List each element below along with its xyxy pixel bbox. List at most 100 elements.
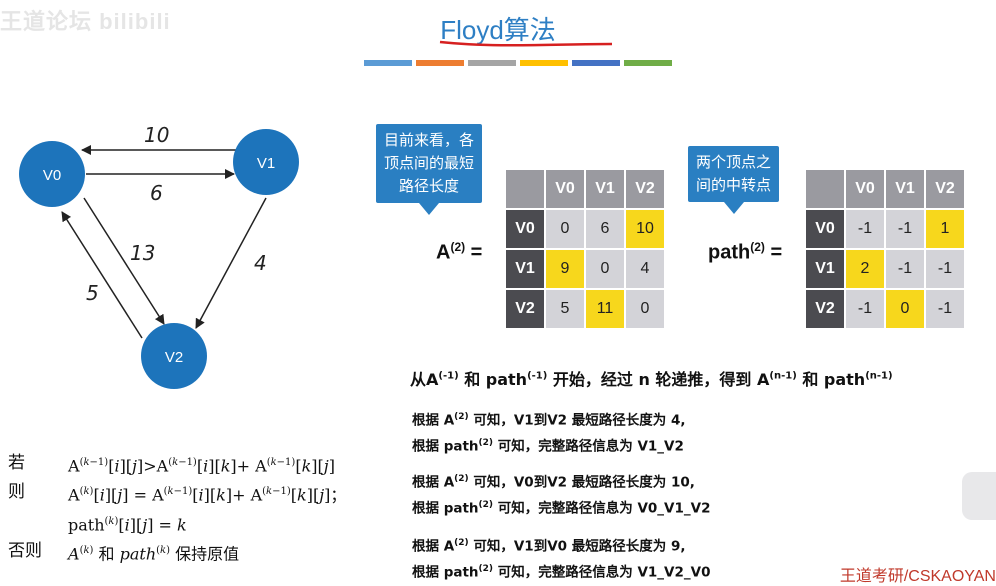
formula-else-text: A(k) 和 path(k) 保持原值 [68, 544, 240, 564]
matrix-a-cell-highlighted: 9 [546, 250, 584, 288]
summary-part: 开始，经过 n 轮递推，得到 A [547, 370, 770, 389]
matrix-a-table: V0 V1 V2 V0 0 6 10 V1 9 0 4 V2 5 11 0 [504, 168, 666, 330]
node-v1 [233, 129, 299, 195]
callout-matrix-path: 两个顶点之 间的中转点 [688, 146, 780, 214]
explain-mid: 可知， [468, 412, 514, 429]
summary-sup: (n-1) [865, 370, 893, 382]
node-v1-label: V1 [257, 155, 275, 172]
callout-a-line-1: 目前来看，各 [384, 131, 475, 149]
brand-watermark: 王道考研/CSKAOYAN [839, 568, 996, 585]
matrix-path-cell: -1 [846, 290, 884, 328]
matrix-path-corner [806, 170, 844, 208]
edge-v1-v2 [195, 197, 267, 329]
matrix-a-label-text: A [436, 241, 451, 264]
explanation-block-3: 根据 A(2) 可知，V1到V0 最短路径长度为 9, 根据 path(2) 可… [412, 532, 710, 583]
node-v0-label: V0 [43, 167, 61, 184]
explain-mid: 可知， [468, 538, 514, 555]
matrix-a-row-header: V0 [506, 210, 544, 248]
matrix-path-cell: -1 [886, 250, 924, 288]
matrix-path-cell: -1 [886, 210, 924, 248]
explain-sup: (2) [454, 412, 469, 422]
watermark-logo: 王道论坛 bilibili [0, 9, 171, 34]
matrix-path-label-text: path [708, 241, 751, 264]
explanation-block-2: 根据 A(2) 可知，V0到V2 最短路径长度为 10, 根据 path(2) … [412, 468, 710, 519]
callout-a-line-2: 顶点间的最短 [384, 154, 475, 172]
matrix-a-col-header: V0 [546, 170, 584, 208]
matrix-path-cell: -1 [926, 250, 964, 288]
callout-path-line-1: 两个顶点之 [696, 153, 772, 171]
explain-path-result: 完整路径信息为 V1_V2_V0 [538, 564, 711, 580]
summary-sup: (-1) [527, 370, 548, 382]
explain-prefix: 根据 A [412, 412, 455, 429]
explain-path-result: 完整路径信息为 V0_V1_V2 [538, 500, 711, 516]
formula-else-row: 否则 A(k) 和 path(k) 保持原值 [8, 538, 346, 567]
formula-condition: A(k−1)[i][j]>A(k−1)[i][k]+ A(k−1)[k][j] [68, 456, 335, 476]
explain-a-result: V0到V2 最短路径长度为 10, [513, 474, 695, 491]
explanation-path-line: 根据 path(2) 可知，完整路径信息为 V1_V2 [412, 432, 685, 458]
matrix-path-label: path(2) = [708, 240, 783, 264]
matrix-a-cell: 0 [586, 250, 624, 288]
matrix-path-table: V0 V1 V2 V0 -1 -1 1 V1 2 -1 -1 V2 -1 0 -… [804, 168, 966, 330]
summary-sup: (n-1) [769, 370, 797, 382]
explain-path-prefix: 根据 path [412, 564, 479, 580]
explanation-path-line: 根据 path(2) 可知，完整路径信息为 V0_V1_V2 [412, 494, 710, 520]
matrix-a-row-header: V1 [506, 250, 544, 288]
formula-spacer [8, 509, 68, 538]
matrix-path-cell: -1 [846, 210, 884, 248]
matrix-a-label: A(2) = [436, 240, 483, 264]
formula-else-keyword: 否则 [8, 540, 42, 561]
explanation-path-line: 根据 path(2) 可知，完整路径信息为 V1_V2_V0 [412, 558, 710, 584]
formula-if-row: 若 A(k−1)[i][j]>A(k−1)[i][k]+ A(k−1)[k][j… [8, 450, 346, 479]
summary-part: 和 path [796, 370, 866, 389]
matrix-a-label-sup: (2) [450, 240, 466, 254]
matrix-a-cell-highlighted: 11 [586, 290, 624, 328]
side-play-button[interactable] [962, 472, 996, 520]
explain-a-result: V1到V2 最短路径长度为 4, [513, 412, 686, 429]
matrix-a-col-header: V1 [586, 170, 624, 208]
formula-update-path: path(k)[i][j] = k [68, 514, 187, 534]
graph-diagram: 10 6 13 5 4 V0 V1 V2 [19, 123, 299, 389]
matrix-path-row-header: V1 [806, 250, 844, 288]
explain-sup: (2) [454, 538, 469, 548]
formula-path-row: path(k)[i][j] = k [8, 509, 346, 538]
callout-path-line-2: 间的中转点 [696, 176, 772, 194]
matrix-path-cell: -1 [926, 290, 964, 328]
explain-path-mid: 可知， [493, 438, 539, 454]
summary-part: 和 path [458, 370, 528, 389]
callout-a-line-3: 路径长度 [399, 177, 460, 195]
matrix-a-cell: 6 [586, 210, 624, 248]
edge-weight-v2-v0: 5 [86, 281, 99, 305]
edge-v0-v2 [83, 197, 165, 325]
explain-mid: 可知， [468, 474, 514, 491]
matrix-a-cell-highlighted: 10 [626, 210, 664, 248]
formula-else-joiner: 和 [93, 544, 120, 564]
explain-prefix: 根据 A [412, 474, 455, 491]
matrix-a-cell: 0 [546, 210, 584, 248]
node-v2-label: V2 [165, 349, 183, 366]
accent-color-bar [364, 60, 672, 66]
accent-swatch-3 [468, 60, 516, 66]
edge-weight-v0-v2: 13 [130, 241, 155, 265]
matrix-path-col-header: V0 [846, 170, 884, 208]
edge-weight-v1-v2: 4 [254, 251, 267, 275]
explain-path-mid: 可知， [493, 500, 539, 516]
matrix-path-col-header: V1 [886, 170, 924, 208]
explain-path-mid: 可知， [493, 564, 539, 580]
page-title: Floyd算法 [440, 15, 556, 45]
title-underline-stroke [439, 40, 613, 47]
matrix-a-cell: 4 [626, 250, 664, 288]
accent-swatch-5 [572, 60, 620, 66]
formula-update-a: A(k)[i][j] = A(k−1)[i][k]+ A(k−1)[k][j]； [68, 485, 347, 505]
explain-path-prefix: 根据 path [412, 438, 479, 454]
explanation-a-line: 根据 A(2) 可知，V1到V0 最短路径长度为 9, [412, 532, 710, 558]
explanation-a-line: 根据 A(2) 可知，V0到V2 最短路径长度为 10, [412, 468, 710, 494]
explain-sup: (2) [478, 563, 494, 574]
edge-v2-v0 [61, 211, 143, 339]
explain-sup: (2) [478, 437, 494, 448]
matrix-a-col-header: V2 [626, 170, 664, 208]
node-v0 [19, 141, 85, 207]
node-v2 [141, 323, 207, 389]
explain-sup: (2) [454, 474, 469, 484]
accent-swatch-2 [416, 60, 464, 66]
formula-then-keyword: 则 [8, 482, 25, 503]
